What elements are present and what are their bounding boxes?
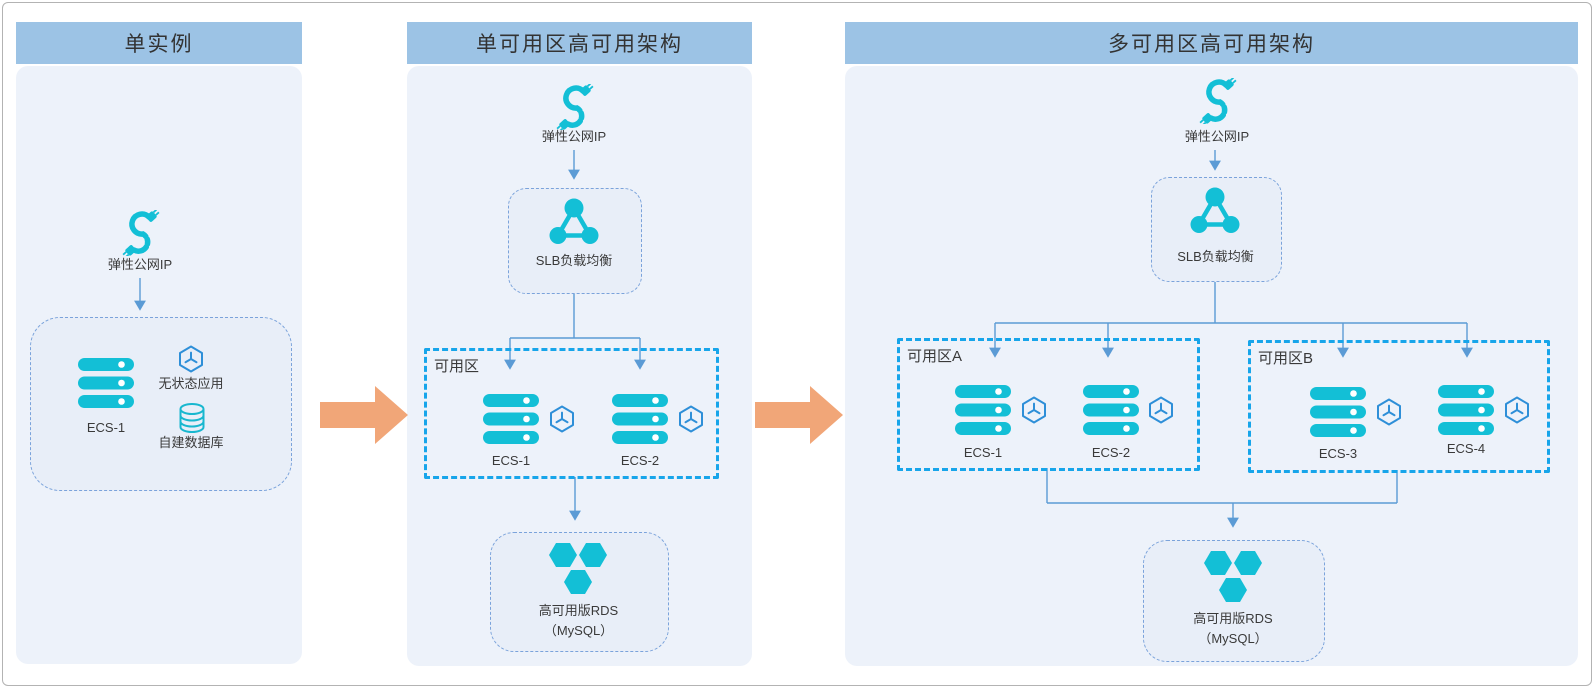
zone-a-box (897, 338, 1200, 471)
eip-icon (117, 210, 163, 256)
database-icon (178, 402, 206, 434)
panel-title: 多可用区高可用架构 (1108, 33, 1315, 56)
ecs-label: ECS-1 (86, 420, 126, 435)
stateless-app-cube-icon (1374, 397, 1404, 427)
ecs-server-icon (1438, 385, 1494, 435)
panel-title: 单可用区高可用架构 (476, 33, 683, 56)
zone-box (424, 348, 719, 479)
flow-arrow-icon (755, 384, 845, 446)
ecs-server-icon (1310, 387, 1366, 437)
single-instance-group-box (30, 317, 292, 491)
flow-arrow-icon (320, 384, 410, 446)
zone-label: 可用区 (434, 358, 480, 375)
panel-header-multi-zone-ha: 多可用区高可用架构 (845, 22, 1578, 64)
slb-icon (1189, 187, 1241, 235)
stateless-app-cube-icon (176, 344, 206, 374)
rds-label-line1: 高可用版RDS (1193, 611, 1273, 626)
stateless-app-cube-icon (547, 404, 577, 434)
ecs-server-icon (612, 394, 668, 444)
stateless-app-cube-icon (1502, 395, 1532, 425)
stateless-app-cube-icon (676, 404, 706, 434)
slb-label: SLB负载均衡 (1177, 249, 1254, 264)
zone-a-label: 可用区A (907, 348, 963, 365)
rds-label-line2: （MySQL） (1198, 631, 1268, 646)
panel-header-single-zone-ha: 单可用区高可用架构 (407, 22, 752, 64)
eip-icon (551, 84, 597, 130)
ecs-label: ECS-4 (1446, 441, 1486, 456)
stateless-app-cube-icon (1019, 395, 1049, 425)
panel-title: 单实例 (124, 33, 194, 56)
self-built-db-label: 自建数据库 (158, 435, 224, 450)
slb-icon (548, 198, 600, 246)
ecs-server-icon (78, 358, 134, 408)
panel-header-single-instance: 单实例 (16, 22, 302, 64)
eip-icon (1194, 78, 1240, 124)
ecs-label: ECS-3 (1318, 446, 1358, 461)
rds-label-line1: 高可用版RDS (538, 603, 619, 618)
eip-label: 弹性公网IP (1184, 129, 1250, 144)
ecs-server-icon (1083, 385, 1139, 435)
stateless-app-cube-icon (1146, 395, 1176, 425)
rds-icon (547, 541, 609, 597)
eip-label: 弹性公网IP (107, 257, 173, 272)
ecs-label: ECS-2 (1091, 445, 1131, 460)
stateless-app-label: 无状态应用 (158, 376, 224, 391)
rds-icon (1202, 549, 1264, 605)
ecs-server-icon (955, 385, 1011, 435)
rds-label-line2: （MySQL） (543, 623, 614, 638)
ecs-label: ECS-2 (620, 453, 660, 468)
zone-b-label: 可用区B (1258, 350, 1314, 367)
slb-label: SLB负载均衡 (535, 253, 613, 268)
ecs-server-icon (483, 394, 539, 444)
ecs-label: ECS-1 (491, 453, 531, 468)
eip-label: 弹性公网IP (541, 129, 607, 144)
zone-b-box (1248, 340, 1550, 473)
ecs-label: ECS-1 (963, 445, 1003, 460)
